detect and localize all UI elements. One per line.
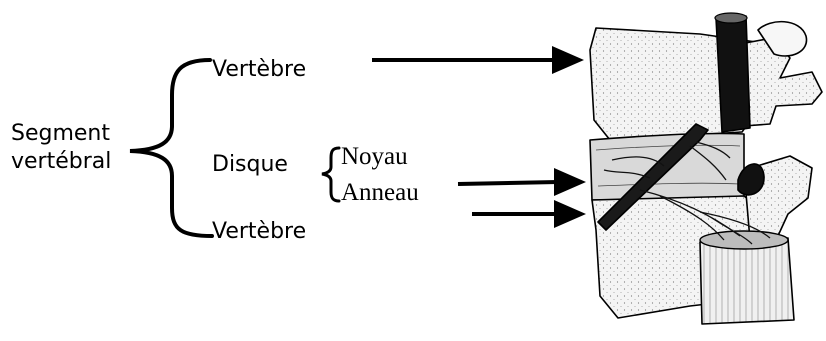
nerve-branches [603, 141, 771, 245]
vertebre-bottom-label: Vertèbre [212, 219, 306, 244]
segment-label-line2: vertébral [11, 149, 111, 174]
noyau-label: Noyau [341, 143, 408, 170]
foramen-dark [737, 163, 765, 196]
spinal-nerve [597, 123, 709, 231]
anneau-label: Anneau [341, 179, 419, 206]
disc-curly-brace [321, 146, 341, 203]
vertebre-top-label: Vertèbre [212, 57, 306, 82]
arrow-noyau [457, 168, 586, 196]
superior-process [757, 20, 808, 57]
arrow-vertebre-bottom [472, 200, 586, 228]
disque-label: Disque [212, 152, 288, 177]
arrow-vertebre-top [372, 46, 584, 74]
main-curly-brace [129, 58, 214, 238]
spinal-column-dark [715, 15, 751, 133]
segment-label-line1: Segment [11, 121, 110, 146]
cut-nerve-cylinder [699, 237, 795, 325]
spine-illustration [589, 12, 823, 325]
